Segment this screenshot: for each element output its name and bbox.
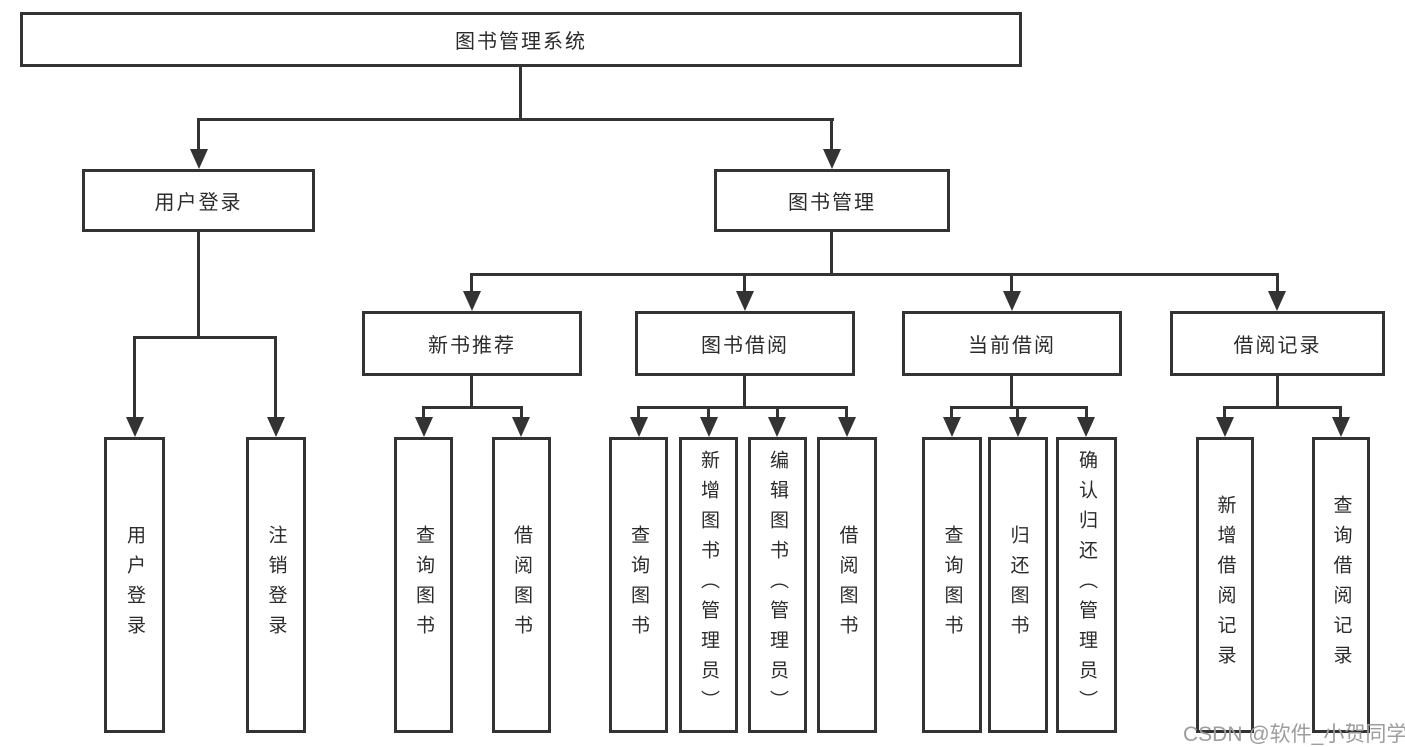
node-label: 图书管理系统 [455, 31, 587, 53]
leaf-logout: 注销登录 [246, 437, 306, 733]
connector-line [1085, 406, 1088, 420]
node-label: 新增图书（管理员） [698, 450, 719, 720]
connector-line [637, 406, 640, 420]
connector-line [776, 406, 779, 420]
connector-line [707, 406, 710, 420]
leaf-return-books: 归还图书 [988, 437, 1048, 733]
csdn-watermark: CSDN @软件_小贺同学 [1183, 723, 1405, 746]
connector-line [133, 336, 276, 339]
connector-line [1223, 406, 1341, 409]
connector-line [1276, 273, 1279, 294]
connector-line [845, 406, 848, 420]
leaf-user-login: 用户登录 [104, 437, 165, 733]
arrow-down-icon [1009, 417, 1027, 437]
leaf-add-books-admin: 新增图书（管理员） [679, 437, 738, 733]
connector-line [422, 406, 523, 409]
node-book-borrowing: 图书借阅 [635, 311, 855, 376]
connector-line [470, 273, 1279, 276]
node-label: 查询借阅记录 [1330, 495, 1352, 675]
node-label: 借阅图书 [836, 525, 858, 645]
leaf-query-books-recommend: 查询图书 [394, 437, 453, 733]
node-library-system: 图书管理系统 [20, 12, 1022, 67]
connector-line [470, 273, 473, 294]
arrow-down-icon [700, 417, 718, 437]
connector-line [1276, 374, 1279, 409]
connector-line [950, 406, 953, 420]
node-label: 新增借阅记录 [1214, 495, 1236, 675]
connector-line [950, 406, 1088, 409]
leaf-confirm-return-admin: 确认归还（管理员） [1056, 437, 1117, 733]
node-label: 编辑图书（管理员） [767, 450, 788, 720]
connector-line [197, 231, 200, 339]
connector-line [743, 273, 746, 294]
arrow-down-icon [512, 417, 530, 437]
node-label: 用户登录 [124, 525, 145, 645]
leaf-borrow-books-recommend: 借阅图书 [492, 437, 551, 733]
arrow-down-icon [768, 417, 786, 437]
connector-line [1339, 406, 1342, 420]
node-label: 注销登录 [265, 525, 287, 645]
arrow-down-icon [1268, 291, 1286, 311]
arrow-down-icon [630, 417, 648, 437]
node-book-management: 图书管理 [714, 169, 950, 232]
connector-line [830, 118, 833, 152]
node-label: 当前借阅 [968, 335, 1056, 357]
node-user-login: 用户登录 [82, 169, 315, 232]
leaf-add-borrow-record: 新增借阅记录 [1196, 437, 1254, 733]
node-label: 借阅记录 [1233, 335, 1322, 357]
connector-line [519, 66, 522, 121]
node-label: 图书借阅 [701, 335, 789, 357]
connector-line [743, 374, 746, 409]
node-borrowing-records: 借阅记录 [1170, 311, 1385, 376]
connector-line [637, 406, 847, 409]
connector-line [197, 118, 200, 152]
arrow-down-icon [1332, 417, 1350, 437]
connector-line [274, 336, 277, 420]
node-label: 借阅图书 [511, 525, 532, 645]
node-label: 用户登录 [154, 192, 243, 214]
connector-line [520, 406, 523, 420]
arrow-down-icon [126, 417, 144, 437]
node-label: 归还图书 [1007, 525, 1029, 645]
arrow-down-icon [736, 291, 754, 311]
arrow-down-icon [415, 417, 433, 437]
connector-line [197, 118, 834, 121]
arrow-down-icon [190, 149, 208, 169]
connector-line [830, 231, 833, 276]
connector-line [133, 336, 136, 420]
arrow-down-icon [943, 417, 961, 437]
node-label: 查询图书 [413, 525, 434, 645]
node-label: 查询图书 [941, 525, 963, 645]
arrow-down-icon [1077, 417, 1095, 437]
connector-line [1223, 406, 1226, 420]
node-label: 确认归还（管理员） [1076, 450, 1097, 720]
arrow-down-icon [1003, 291, 1021, 311]
connector-line [422, 406, 425, 420]
leaf-query-books-borrowing: 查询图书 [609, 437, 668, 733]
connector-line [1010, 273, 1013, 294]
connector-line [1016, 406, 1019, 420]
arrow-down-icon [838, 417, 856, 437]
node-label: 图书管理 [788, 192, 876, 214]
node-label: 查询图书 [628, 525, 649, 645]
connector-line [470, 374, 473, 409]
leaf-query-borrow-record: 查询借阅记录 [1312, 437, 1370, 733]
node-new-book-recommendation: 新书推荐 [362, 311, 582, 376]
leaf-edit-books-admin: 编辑图书（管理员） [748, 437, 807, 733]
arrow-down-icon [1216, 417, 1234, 437]
connector-line [1010, 374, 1013, 409]
arrow-down-icon [267, 417, 285, 437]
node-current-borrowing: 当前借阅 [902, 311, 1122, 376]
arrow-down-icon [823, 149, 841, 169]
leaf-borrow-books: 借阅图书 [817, 437, 877, 733]
node-label: 新书推荐 [428, 335, 516, 357]
leaf-query-books-current: 查询图书 [922, 437, 982, 733]
arrow-down-icon [463, 291, 481, 311]
